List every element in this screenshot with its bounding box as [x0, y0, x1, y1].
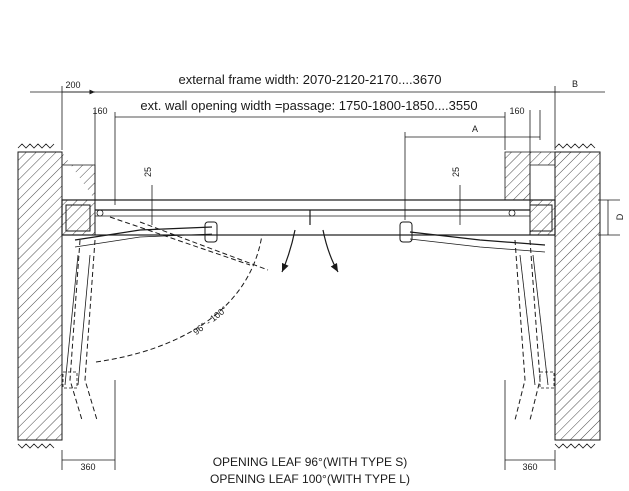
- external-frame-width-label: external frame width: 2070-2120-2170....…: [178, 72, 441, 87]
- dimension-160-left: 160: [92, 106, 107, 116]
- caption-type-s: OPENING LEAF 96°(WITH TYPE S): [213, 455, 408, 469]
- left-wall: [17, 143, 96, 449]
- right-open-leaf: [514, 239, 555, 421]
- dimension-d: D: [615, 213, 625, 220]
- opening-angle-label: 96° - 100°: [191, 304, 229, 337]
- dimension-360-right: 360: [522, 462, 537, 472]
- left-open-leaf: [62, 234, 263, 421]
- caption-type-l: OPENING LEAF 100°(WITH TYPE L): [210, 472, 410, 486]
- dimension-360-left: 360: [80, 462, 95, 472]
- wall-opening-width-label: ext. wall opening width =passage: 1750-1…: [140, 98, 477, 113]
- right-operator-arm: [399, 221, 546, 253]
- door-frame: [61, 199, 556, 236]
- dimension-200: 200: [65, 80, 80, 90]
- swing-arrows: [281, 229, 339, 273]
- dimension-160-right: 160: [509, 106, 524, 116]
- dimension-b: B: [572, 79, 578, 89]
- dimension-25-right: 25: [451, 167, 461, 177]
- left-operator-arm: [74, 216, 269, 271]
- dimension-lines: [30, 86, 620, 470]
- right-wall: [504, 143, 601, 449]
- dimension-a: A: [472, 124, 478, 134]
- dimension-25-left: 25: [143, 167, 153, 177]
